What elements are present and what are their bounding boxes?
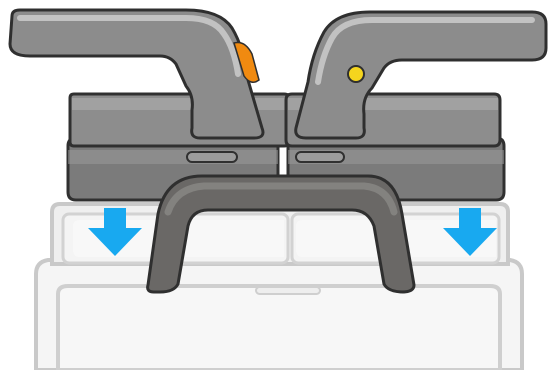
right-indicator-yellow-icon xyxy=(348,66,364,82)
device-body xyxy=(36,260,522,370)
